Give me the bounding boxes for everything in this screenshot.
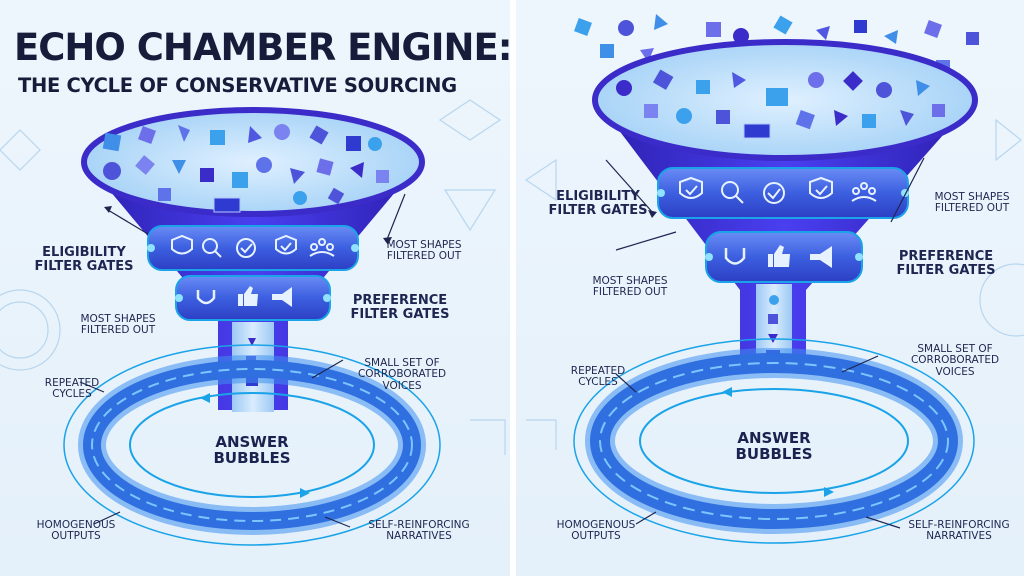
label-most-shapes-filtered-out: MOST SHAPES FILTERED OUT (934, 191, 1010, 215)
label-answer-bubbles: ANSWER BUBBLES (213, 433, 291, 468)
label-homogenous-outputs: HOMOGENOUS OUTPUTS (556, 519, 636, 543)
check-circle-icon (236, 238, 256, 258)
label-small-set-voices: SMALL SET OF CORROBORATED VOICES (910, 343, 1000, 378)
label-repeated-cycles: REPEATED CYCLES (44, 377, 100, 401)
funnel-mouth (81, 107, 425, 217)
page-title: ECHO CHAMBER ENGINE: (14, 26, 510, 69)
label-most-shapes-filtered-out-2: MOST SHAPES FILTERED OUT (80, 313, 156, 337)
label-preference-filter-gates: PREFERENCE FILTER GATES (350, 293, 450, 323)
background-decoration (0, 99, 506, 455)
label-homogenous-outputs: HOMOGENOUS OUTPUTS (36, 519, 116, 543)
label-small-set-voices: SMALL SET OF CORROBORATED VOICES (357, 357, 447, 392)
magnifier-check-icon (721, 181, 744, 204)
pointer-lines (605, 157, 925, 529)
megaphone-icon (272, 287, 292, 307)
left-funnel-graphic (0, 99, 506, 546)
thumbs-up-icon (238, 286, 258, 306)
label-preference-filter-gates: PREFERENCE FILTER GATES (896, 249, 996, 279)
label-eligibility-filter-gates: ELIGIBILITY FILTER GATES (548, 189, 648, 219)
panel-divider (510, 0, 516, 576)
page-subtitle: THE CYCLE OF CONSERVATIVE SOURCING (18, 74, 457, 97)
shield-check-icon (809, 176, 833, 199)
magnet-icon (196, 290, 216, 305)
magnifier-check-icon (202, 238, 222, 258)
right-panel: ELIGIBILITY FILTER GATES MOST SHAPES FIL… (516, 0, 1024, 576)
pointer-lines (79, 193, 406, 528)
shield-check-icon (275, 234, 297, 255)
label-repeated-cycles: REPEATED CYCLES (570, 365, 626, 389)
right-funnel-graphic (524, 14, 1024, 544)
check-circle-icon (763, 182, 785, 204)
cycle-ring (573, 338, 975, 544)
label-most-shapes-filtered-out-2: MOST SHAPES FILTERED OUT (592, 275, 668, 299)
left-panel: ECHO CHAMBER ENGINE: THE CYCLE OF CONSER… (0, 0, 510, 576)
magnet-icon (724, 248, 746, 265)
people-icon (309, 238, 335, 257)
label-self-reinforcing-narratives: SELF-REINFORCING NARRATIVES (908, 519, 1010, 543)
label-eligibility-filter-gates: ELIGIBILITY FILTER GATES (34, 245, 134, 275)
source-shapes (102, 124, 389, 213)
label-self-reinforcing-narratives: SELF-REINFORCING NARRATIVES (368, 519, 470, 543)
people-icon (851, 182, 877, 202)
label-answer-bubbles: ANSWER BUBBLES (735, 429, 813, 464)
background-decoration (524, 118, 1024, 450)
shield-icon (171, 234, 193, 255)
cycle-ring (63, 344, 441, 546)
thumbs-up-icon (768, 245, 790, 267)
label-most-shapes-filtered-out: MOST SHAPES FILTERED OUT (386, 239, 462, 263)
megaphone-icon (810, 246, 832, 268)
shield-icon (679, 176, 703, 199)
